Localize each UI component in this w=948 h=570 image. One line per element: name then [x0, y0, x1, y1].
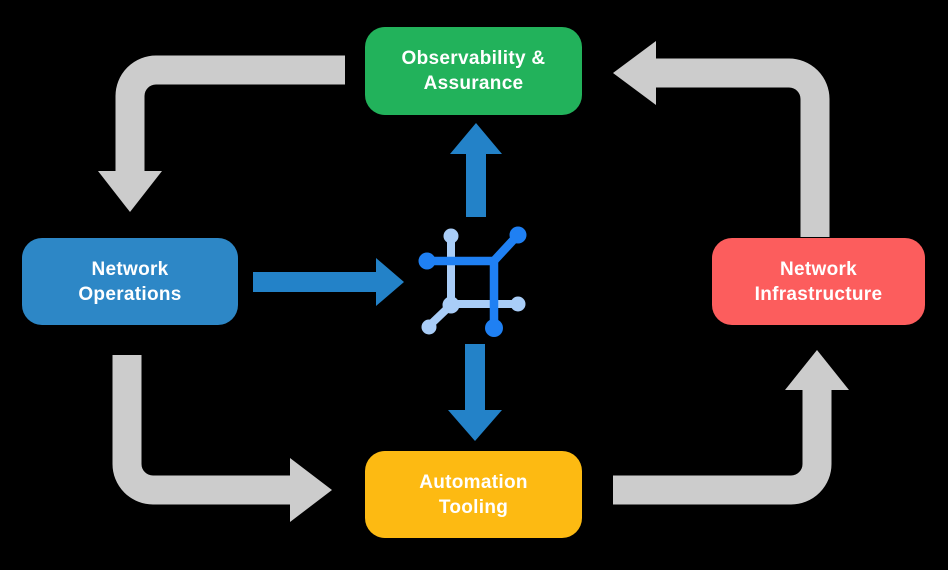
arrow-infrastructure-to-observability: [613, 41, 830, 237]
icon-light-nodes: [421, 228, 526, 335]
arrow-shaft: [112, 355, 291, 505]
node-observability-assurance: Observability & Assurance: [365, 27, 582, 115]
node-label-line: Infrastructure: [754, 283, 883, 305]
icon-dark-nodes: [418, 226, 527, 337]
arrow-shaft: [115, 55, 345, 173]
arrow-head: [376, 258, 404, 306]
arrow-head: [785, 350, 849, 390]
node-label-line: Network: [91, 258, 169, 280]
node-network-infrastructure: Network Infrastructure: [712, 238, 925, 325]
node-automation-tooling: Automation Tooling: [365, 451, 582, 538]
arrow-head: [448, 410, 502, 441]
arrow-shaft: [613, 389, 832, 505]
arrow-automation-to-infrastructure: [613, 350, 849, 505]
arrow-head: [290, 458, 332, 522]
node-label-line: Network: [779, 258, 858, 280]
node-label-line: Observability &: [401, 48, 546, 69]
arrow-head: [450, 123, 502, 154]
node-label-line: Operations: [78, 283, 182, 305]
node-label-line: Automation: [419, 471, 528, 493]
arrow-operations-to-icon: [253, 258, 404, 306]
arrow-head: [613, 41, 656, 105]
arrow-head: [98, 171, 162, 212]
network-mesh-icon: [418, 226, 527, 337]
arrow-icon-to-automation: [448, 344, 502, 441]
arrow-shaft: [655, 58, 830, 237]
arrow-icon-to-observability: [450, 123, 502, 217]
node-network-operations: Network Operations: [22, 238, 238, 325]
node-label-line: Assurance: [423, 73, 524, 94]
node-label-line: Tooling: [438, 496, 509, 518]
arrow-observability-to-operations: [98, 55, 345, 212]
arrow-operations-to-automation: [112, 355, 332, 522]
